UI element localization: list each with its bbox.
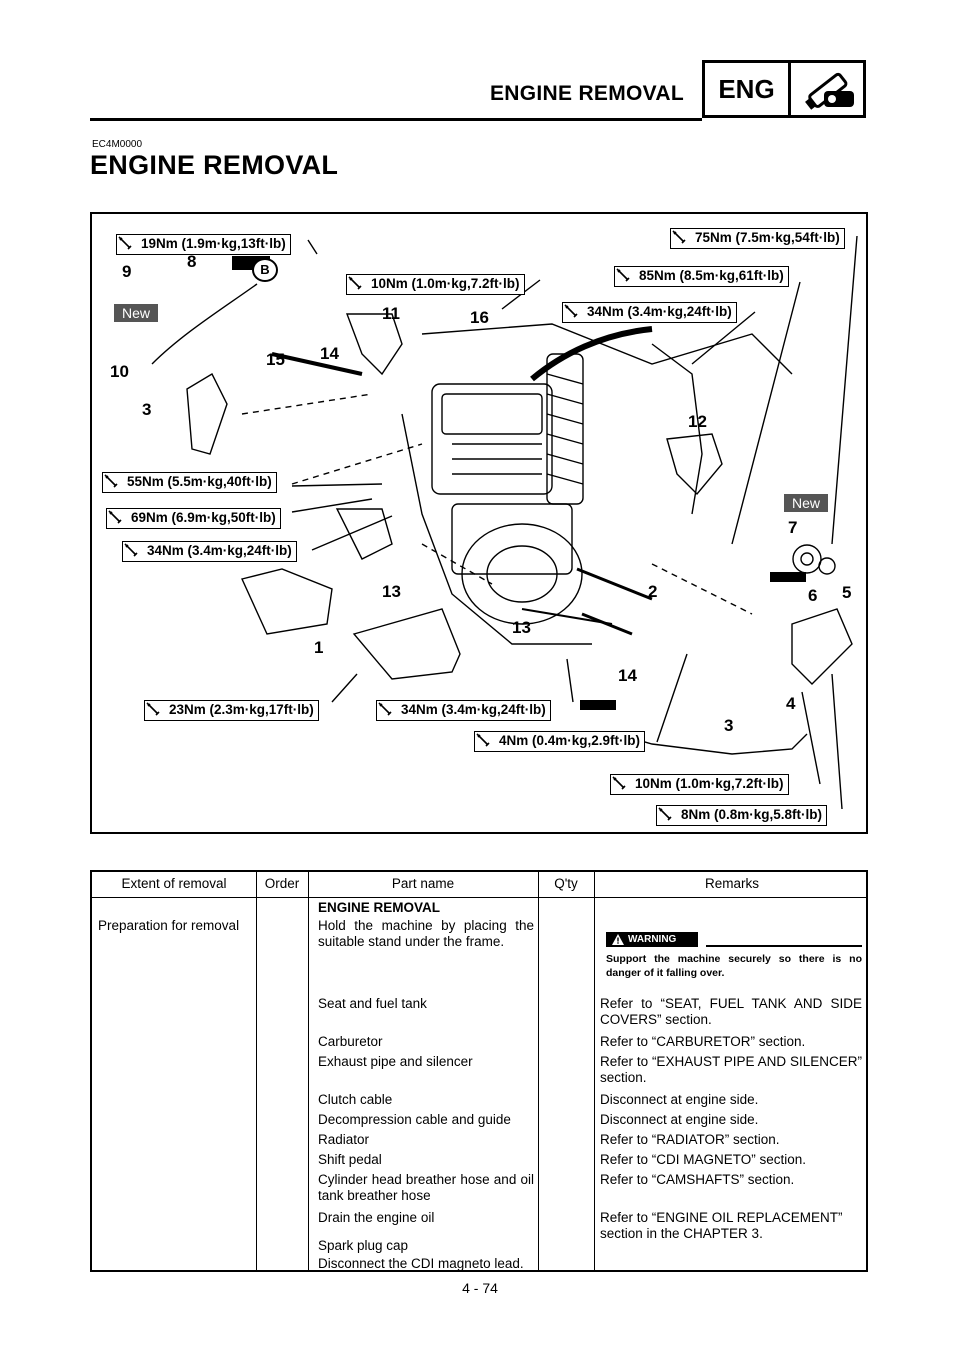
torque-spec-label: 75Nm (7.5m·kg,54ft·lb) [670,228,845,249]
callout-number: 13 [382,582,401,601]
torque-wrench-icon [104,474,118,488]
callout-number: 7 [788,518,798,537]
torque-wrench-icon [616,268,630,282]
remarks-cell: Refer to “SEAT, FUEL TANK AND SIDE COVER… [600,996,862,1027]
torque-wrench-icon [612,776,626,790]
col-header-extent: Extent of removal [121,876,227,891]
part-cell: Carburetor [318,1034,383,1049]
remarks-cell: Refer to “CAMSHAFTS” section. [600,1172,795,1187]
part-cell: Exhaust pipe and silencer [318,1054,473,1069]
part-cell: Drain the engine oil [318,1210,435,1225]
part-cell: Decompression cable and guide [318,1112,511,1127]
torque-spec-label: 23Nm (2.3m·kg,17ft·lb) [144,700,319,721]
torque-spec-label: 34Nm (3.4m·kg,24ft·lb) [562,302,737,323]
part-cell: Disconnect the CDI magneto lead. [318,1256,524,1271]
torque-spec-label: 69Nm (6.9m·kg,50ft·lb) [106,508,281,529]
new-part-tag: New [114,304,159,322]
removal-table: Extent of removal Order Part name Q'ty R… [90,870,868,1272]
extent-cell: Preparation for removal [98,918,240,933]
torque-wrench-icon [348,276,362,290]
torque-wrench-icon [118,236,132,250]
torque-spec-label: 34Nm (3.4m·kg,24ft·lb) [376,700,551,721]
section-title: ENGINE REMOVAL [490,82,684,105]
callout-number: 3 [142,400,152,419]
callout-number: 14 [618,666,637,685]
page-title: ENGINE REMOVAL [90,150,339,180]
callout-number: 14 [320,344,339,363]
remarks-cell: Disconnect at engine side. [600,1092,759,1107]
torque-wrench-icon [658,807,672,821]
torque-wrench-icon [146,702,160,716]
callout-number: 13 [512,618,531,637]
torque-spec-label: 34Nm (3.4m·kg,24ft·lb) [122,541,297,562]
torque-spec-label: 8Nm (0.8m·kg,5.8ft·lb) [656,805,828,826]
grease-b-icon: B [252,258,278,282]
part-cell: Clutch cable [318,1092,393,1107]
callout-number: 2 [648,582,658,601]
remarks-cell: Refer to “EXHAUST PIPE AND SILENCER” sec… [600,1054,862,1085]
callout-number: 12 [688,412,707,431]
torque-spec-label: 10Nm (1.0m·kg,7.2ft·lb) [610,774,789,795]
callout-number: 9 [122,262,132,281]
torque-wrench-icon [476,733,490,747]
warning-badge: WARNING [606,932,698,947]
torque-spec-label: 55Nm (5.5m·kg,40ft·lb) [102,472,277,493]
warning-triangle-icon [612,934,624,945]
callout-number: 15 [266,350,285,369]
callout-number: 6 [808,586,818,605]
part-cell: Spark plug cap [318,1238,409,1253]
callout-number: 11 [382,304,400,323]
col-header-remarks: Remarks [704,876,759,891]
part-cell: Cylinder head breather hose and oil tank… [318,1172,534,1203]
part-cell: Radiator [318,1132,370,1147]
section-heading: ENGINE REMOVAL [318,900,441,915]
warning-label: WARNING [628,934,677,945]
torque-spec-label: 85Nm (8.5m·kg,61ft·lb) [614,266,789,287]
column-divider [538,872,539,1270]
col-header-order: Order [264,876,300,891]
chapter-badge: ENG [702,60,866,118]
callout-number: 10 [110,362,129,381]
torque-wrench-icon [672,230,686,244]
remarks-cell: Disconnect at engine side. [600,1112,759,1127]
callout-number: 8 [187,252,197,271]
column-divider [594,872,595,1270]
exploded-diagram: 19Nm (1.9m·kg,13ft·lb) 10Nm (1.0m·kg,7.2… [90,212,868,834]
torque-wrench-icon [124,543,138,557]
part-cell: Seat and fuel tank [318,996,427,1011]
remarks-cell: Refer to “CDI MAGNETO” section. [600,1152,807,1167]
callout-number: 5 [842,583,852,602]
torque-spec-label: 10Nm (1.0m·kg,7.2ft·lb) [346,274,525,295]
callout-number: 1 [314,638,324,657]
remarks-cell: Refer to “ENGINE OIL REPLACEMENT” sectio… [600,1210,843,1241]
torque-wrench-icon [564,304,578,318]
callout-number: 3 [724,716,734,735]
torque-wrench-icon [108,510,122,524]
remarks-cell: Refer to “CARBURETOR” section. [600,1034,806,1049]
column-divider [256,872,257,1270]
remarks-cell: Refer to “RADIATOR” section. [600,1132,780,1147]
torque-wrench-icon [378,702,392,716]
torque-spec-label: 4Nm (0.4m·kg,2.9ft·lb) [474,731,646,752]
header-rule [90,118,702,121]
engine-wrench-icon [805,72,854,110]
header-divider [92,897,866,898]
warning-rule [706,945,862,947]
col-header-part: Part name [391,876,455,891]
part-cell: Shift pedal [318,1152,382,1167]
warning-text: Support the machine securely so there is… [606,953,862,979]
column-divider [308,872,309,1270]
col-header-qty: Q'ty [554,876,578,891]
chapter-tag: ENG [705,63,791,115]
new-part-tag: New [784,494,829,512]
callout-number: 4 [786,694,796,713]
document-code: EC4M0000 [92,139,143,150]
page-number: 4 - 74 [462,1280,498,1296]
part-cell: Hold the machine by placing the suitable… [318,918,534,949]
torque-spec-label: 19Nm (1.9m·kg,13ft·lb) [116,234,291,255]
callout-number: 16 [470,308,489,327]
grease-label: B [260,262,270,277]
